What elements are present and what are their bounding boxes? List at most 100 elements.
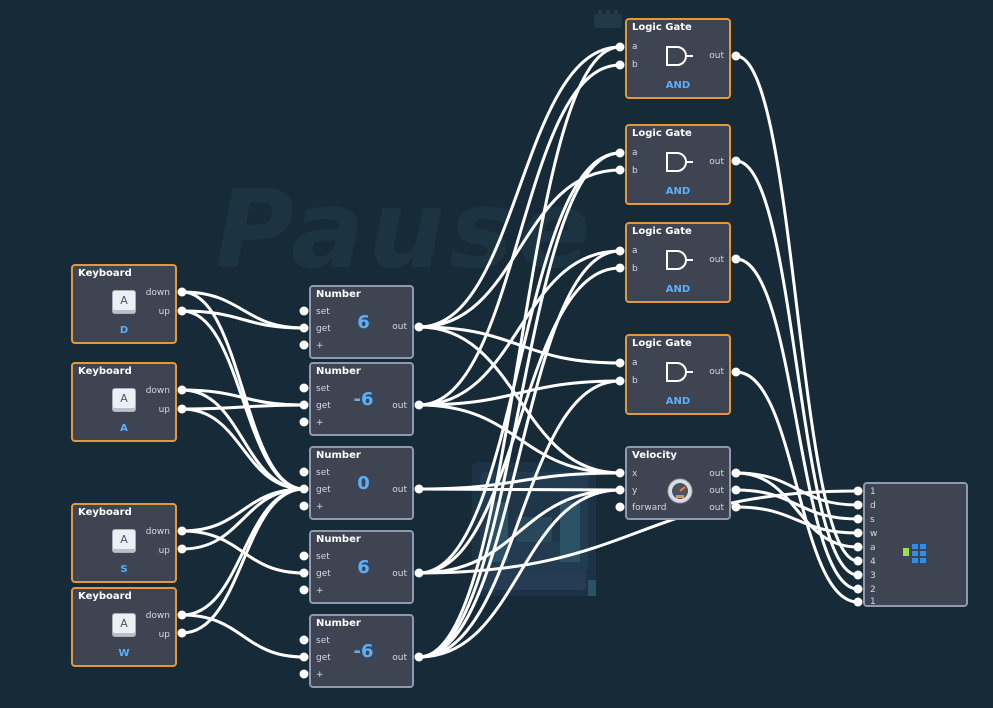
port-dot[interactable] xyxy=(731,156,741,166)
port-dot[interactable] xyxy=(731,502,741,512)
keyboard-node-a[interactable]: Keyboard A A down up xyxy=(71,362,177,442)
key-icon: A xyxy=(112,290,136,314)
port-up-label: up xyxy=(158,307,170,317)
port-b-label: b xyxy=(632,376,638,386)
port-dot[interactable] xyxy=(853,514,863,524)
keyboard-node-w[interactable]: Keyboard A W down up xyxy=(71,587,177,667)
port-dot[interactable] xyxy=(731,485,741,495)
port-dot[interactable] xyxy=(615,358,625,368)
wire xyxy=(180,309,306,491)
key-icon: A xyxy=(112,388,136,412)
node-title: Logic Gate xyxy=(632,338,692,349)
number-node-4[interactable]: Number set get + 6 out xyxy=(309,530,414,604)
number-value: -6 xyxy=(353,389,374,410)
keyboard-node-d[interactable]: Keyboard A D down up xyxy=(71,264,177,344)
number-node-2[interactable]: Number set get + -6 out xyxy=(309,362,414,436)
port-dot[interactable] xyxy=(853,556,863,566)
port-dot[interactable] xyxy=(615,60,625,70)
port-dot[interactable] xyxy=(177,306,187,316)
port-dot[interactable] xyxy=(177,385,187,395)
port-up-label: up xyxy=(158,546,170,556)
port-dot[interactable] xyxy=(299,568,309,578)
port-dot[interactable] xyxy=(731,468,741,478)
number-node-1[interactable]: Number set get + 6 out xyxy=(309,285,414,359)
port-dot[interactable] xyxy=(299,652,309,662)
port-dot[interactable] xyxy=(414,568,424,578)
wire xyxy=(180,487,306,533)
port-dot[interactable] xyxy=(299,484,309,494)
keyboard-node-s[interactable]: Keyboard A S down up xyxy=(71,503,177,583)
logic-gate-node-2[interactable]: Logic Gate a b out AND xyxy=(625,124,731,205)
port-dot[interactable] xyxy=(615,376,625,386)
port-dot[interactable] xyxy=(177,526,187,536)
port-dot[interactable] xyxy=(853,486,863,496)
port-dot[interactable] xyxy=(299,400,309,410)
port-dot[interactable] xyxy=(299,383,309,393)
port-dot[interactable] xyxy=(853,542,863,552)
logic-gate-node-4[interactable]: Logic Gate a b out AND xyxy=(625,334,731,415)
port-label: s xyxy=(870,515,875,525)
velocity-node[interactable]: Velocity x y forward out out out xyxy=(625,446,731,520)
port-dot[interactable] xyxy=(414,484,424,494)
port-dot[interactable] xyxy=(615,165,625,175)
port-b-label: b xyxy=(632,60,638,70)
port-dot[interactable] xyxy=(731,367,741,377)
port-dot[interactable] xyxy=(299,501,309,511)
port-dot[interactable] xyxy=(299,417,309,427)
port-dot[interactable] xyxy=(177,544,187,554)
port-dot[interactable] xyxy=(414,652,424,662)
port-out-label: out xyxy=(709,157,724,167)
port-dot[interactable] xyxy=(731,51,741,61)
wire xyxy=(180,613,306,659)
port-dot[interactable] xyxy=(177,628,187,638)
port-dot[interactable] xyxy=(177,610,187,620)
wire xyxy=(734,370,860,604)
port-dot[interactable] xyxy=(299,669,309,679)
and-gate-icon xyxy=(666,46,693,66)
port-dot[interactable] xyxy=(299,323,309,333)
key-name: W xyxy=(118,648,130,659)
port-dot[interactable] xyxy=(299,467,309,477)
port-dot[interactable] xyxy=(177,287,187,297)
logic-gate-node-3[interactable]: Logic Gate a b out AND xyxy=(625,222,731,303)
port-dot[interactable] xyxy=(299,340,309,350)
number-node-3[interactable]: Number set get + 0 out xyxy=(309,446,414,520)
port-out-label: out xyxy=(709,503,724,513)
port-out-label: out xyxy=(392,653,407,663)
port-dot[interactable] xyxy=(853,597,863,607)
port-dot[interactable] xyxy=(299,306,309,316)
port-out-label: out xyxy=(392,401,407,411)
and-gate-icon xyxy=(666,362,693,382)
output-hub-node[interactable]: 1 d s w a 4 3 2 1 xyxy=(863,482,968,607)
port-down-label: down xyxy=(145,527,170,537)
port-dot[interactable] xyxy=(615,502,625,512)
port-dot[interactable] xyxy=(299,635,309,645)
port-dot[interactable] xyxy=(615,246,625,256)
port-dot[interactable] xyxy=(414,400,424,410)
port-dot[interactable] xyxy=(615,485,625,495)
port-dot[interactable] xyxy=(731,254,741,264)
port-dot[interactable] xyxy=(615,468,625,478)
port-dot[interactable] xyxy=(853,584,863,594)
port-dot[interactable] xyxy=(615,263,625,273)
port-out-label: out xyxy=(392,485,407,495)
port-dot[interactable] xyxy=(615,148,625,158)
wire xyxy=(734,257,860,591)
port-get-label: get xyxy=(316,324,331,334)
port-label: 2 xyxy=(870,585,876,595)
port-dot[interactable] xyxy=(615,42,625,52)
logic-gate-node-1[interactable]: Logic Gate a b out AND xyxy=(625,18,731,99)
port-dot[interactable] xyxy=(853,500,863,510)
port-dot[interactable] xyxy=(177,404,187,414)
port-dot[interactable] xyxy=(299,551,309,561)
number-node-5[interactable]: Number set get + -6 out xyxy=(309,614,414,688)
port-out-label: out xyxy=(392,569,407,579)
node-title: Logic Gate xyxy=(632,128,692,139)
port-label: 1 xyxy=(870,597,876,607)
port-dot[interactable] xyxy=(853,528,863,538)
port-dot[interactable] xyxy=(853,570,863,580)
port-dot[interactable] xyxy=(414,322,424,332)
chip-decoration-icon xyxy=(594,10,622,28)
port-dot[interactable] xyxy=(299,585,309,595)
